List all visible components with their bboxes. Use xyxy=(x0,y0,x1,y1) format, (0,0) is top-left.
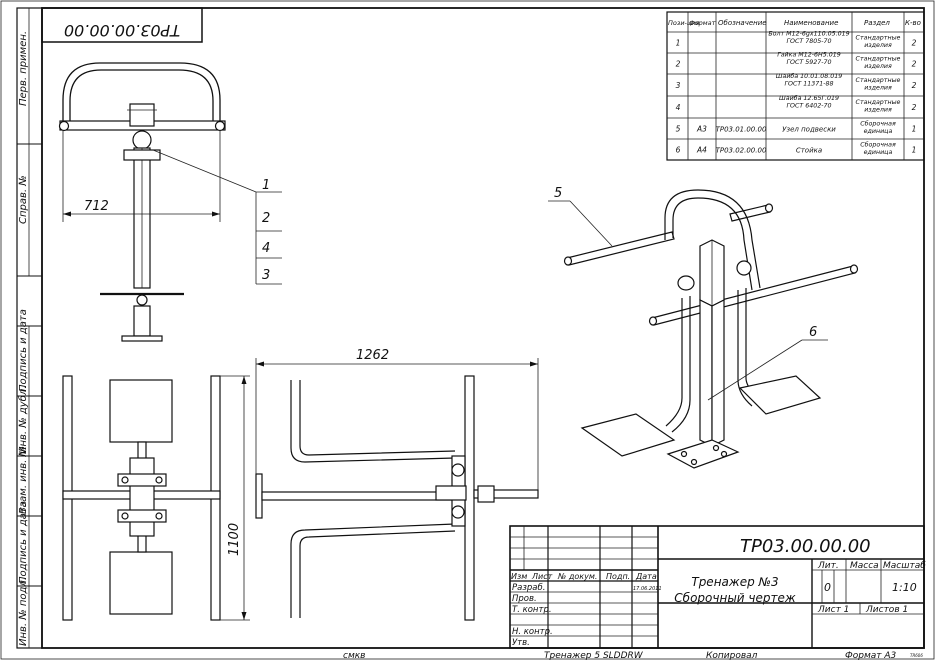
spec-header-name: Наименование xyxy=(784,19,838,27)
spec-row-qty: 2 xyxy=(912,39,917,48)
side-field-orig-inv: Инв. № подл. xyxy=(18,577,29,646)
col-header-date: Дата xyxy=(635,572,657,581)
footer-copied: Копировал xyxy=(706,651,758,660)
col-header-sign: Подп. xyxy=(606,572,630,581)
designation-box-rotated: ТР03.00.00.00 xyxy=(41,7,203,43)
spec-row-pos: 1 xyxy=(676,39,681,48)
spec-header-section: Раздел xyxy=(864,19,890,27)
spec-row-name: Стойка xyxy=(796,147,822,155)
spec-row-qty: 2 xyxy=(912,60,917,69)
designation-rotated-text: ТР03.00.00.00 xyxy=(64,21,180,40)
callout-3: 3 xyxy=(262,268,270,283)
spec-row-pos: 2 xyxy=(676,60,681,69)
scale-label: Масштаб xyxy=(883,561,926,571)
spec-row-qty: 2 xyxy=(912,103,917,112)
spec-row-name: Узел подвески xyxy=(782,126,836,134)
spec-table: Пози-ция Формат Обозначение Наименование… xyxy=(666,11,925,161)
side-field-first-use: Перв. примен. xyxy=(18,31,29,106)
dim-depth-top: 1100 xyxy=(227,523,242,556)
title-name-line2: Сборочный чертеж xyxy=(674,591,796,605)
isometric-view: 5 6 xyxy=(548,186,859,469)
col-header-list: Лист xyxy=(531,572,553,581)
spec-row-pos: 3 xyxy=(676,81,681,90)
side-strip: Перв. примен. Справ. № Подпись и дата Ин… xyxy=(16,7,43,649)
footer-left: смкв xyxy=(343,651,365,660)
side-field-repl-inv: Взам. инв. № xyxy=(18,446,29,514)
spec-row-pos: 5 xyxy=(676,125,681,134)
mass-label: Масса xyxy=(850,561,879,571)
lit-label: Лит. xyxy=(817,561,839,571)
title-name-line1: Тренажер №3 xyxy=(691,575,778,589)
spec-header-format: Формат xyxy=(689,19,716,27)
side-view: 1262 xyxy=(255,348,539,621)
spec-header-designation: Обозначение xyxy=(718,19,767,27)
side-field-dup-inv: Инв. № дубл. xyxy=(17,386,29,454)
top-view: 1100 xyxy=(62,375,250,621)
sheet-number: Лист 1 xyxy=(817,605,849,615)
role-norm-control: Н. контр. xyxy=(512,627,553,637)
side-field-sign-date-1: Подпись и дата xyxy=(18,309,29,392)
col-header-doc: № докум. xyxy=(557,572,597,581)
lit-value: 0 xyxy=(824,581,831,594)
spec-row-qty: 1 xyxy=(912,125,917,134)
title-designation: ТР03.00.00.00 xyxy=(740,536,871,557)
spec-row-designation: ТР03.02.00.00 xyxy=(716,147,767,155)
callout-6: 6 xyxy=(809,325,817,340)
footer-made-in: Тренажер 5 SLDDRW xyxy=(544,651,644,660)
spec-row-format: А3 xyxy=(696,125,707,134)
spec-row-pos: 4 xyxy=(676,103,681,112)
role-tech-control: Т. контр. xyxy=(512,605,552,615)
callout-5: 5 xyxy=(554,186,562,201)
callout-2: 2 xyxy=(262,211,270,226)
footer-format: Формат А3 xyxy=(845,651,897,660)
spec-row-qty: 2 xyxy=(912,81,917,90)
footer-corner: ТR606 xyxy=(910,653,923,658)
role-developer: Разраб. xyxy=(512,583,545,593)
spec-row-qty: 1 xyxy=(912,146,917,155)
role-approved: Утв. xyxy=(512,638,530,648)
spec-header-pos: Пози-ция xyxy=(668,19,700,27)
callout-1: 1 xyxy=(262,178,270,193)
spec-row-pos: 6 xyxy=(676,146,681,155)
front-view: 712 1 2 4 3 xyxy=(58,62,282,342)
developer-date: 17.06.2011 xyxy=(633,586,662,592)
footer: смкв Тренажер 5 SLDDRW Копировал Формат … xyxy=(343,651,923,660)
callout-4: 4 xyxy=(262,241,270,256)
dim-length-side: 1262 xyxy=(356,348,389,363)
spec-header-qty: К-во xyxy=(905,19,921,27)
scale-value: 1:10 xyxy=(892,581,917,594)
sheet-count: Листов 1 xyxy=(865,605,908,615)
side-field-ref-no: Справ. № xyxy=(18,175,29,224)
spec-row-format: А4 xyxy=(696,146,707,155)
side-field-sign-date-2: Подпись и дата xyxy=(18,501,29,584)
role-checker: Пров. xyxy=(512,594,537,604)
dim-width-front: 712 xyxy=(84,199,109,214)
title-block: ТР03.00.00.00 Тренажер №3 Сборочный черт… xyxy=(509,525,926,649)
spec-row-designation: ТР03.01.00.00 xyxy=(716,126,767,134)
col-header-izm: Изм xyxy=(511,572,527,581)
